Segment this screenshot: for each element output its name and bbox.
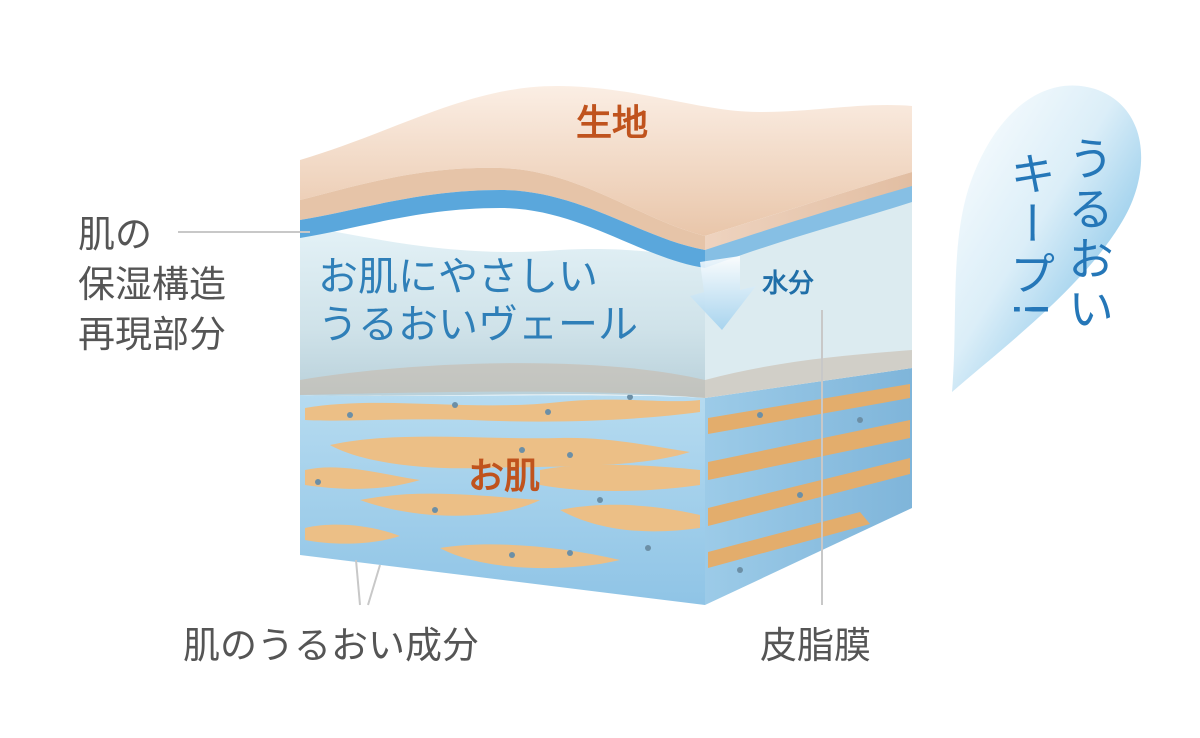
keep-label-line2: キープ! [1003, 150, 1057, 322]
moisture-components-label: 肌のうるおい成分 [183, 624, 479, 667]
structure-label-line3: 再現部分 [78, 313, 226, 356]
fabric-label: 生地 [576, 103, 648, 144]
skin-layer [300, 368, 912, 605]
structure-label-line2: 保湿構造 [78, 263, 226, 306]
sebum-membrane-label: 皮脂膜 [760, 624, 871, 667]
keep-label-line1: うるおい [1061, 135, 1115, 335]
veil-label-line1: お肌にやさしい [318, 254, 598, 300]
veil-label-line2: うるおいヴェール [318, 302, 638, 348]
water-label: 水分 [762, 269, 814, 299]
skin-label: お肌 [468, 456, 540, 497]
structure-label-line1: 肌の [78, 213, 152, 256]
